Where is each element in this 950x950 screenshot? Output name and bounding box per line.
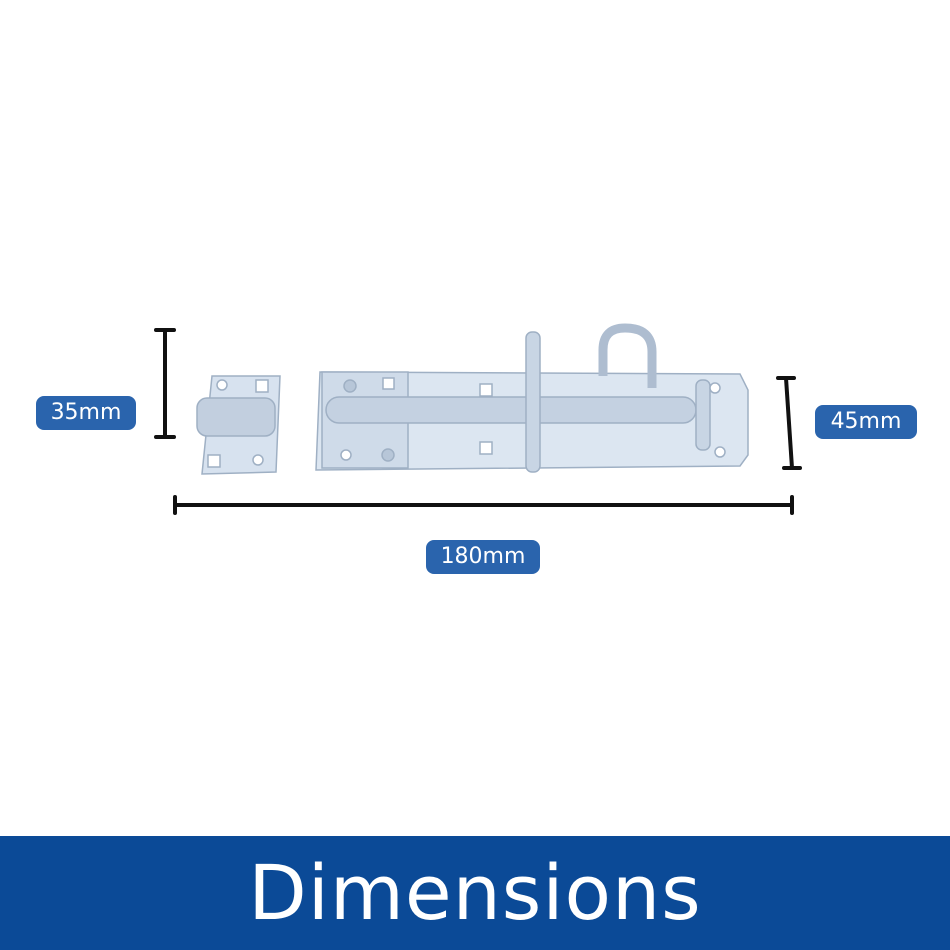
dimension-label-180mm: 180mm (426, 540, 540, 574)
keep-plate (196, 375, 281, 475)
footer-title: Dimensions (0, 836, 950, 950)
dimension-line-45mm (776, 376, 802, 470)
dimension-line-180mm (173, 495, 794, 515)
bolt-body (315, 323, 749, 473)
dimension-label-35mm: 35mm (36, 396, 136, 430)
dimension-label-45mm: 45mm (815, 405, 917, 439)
dimension-line-35mm (154, 328, 176, 439)
